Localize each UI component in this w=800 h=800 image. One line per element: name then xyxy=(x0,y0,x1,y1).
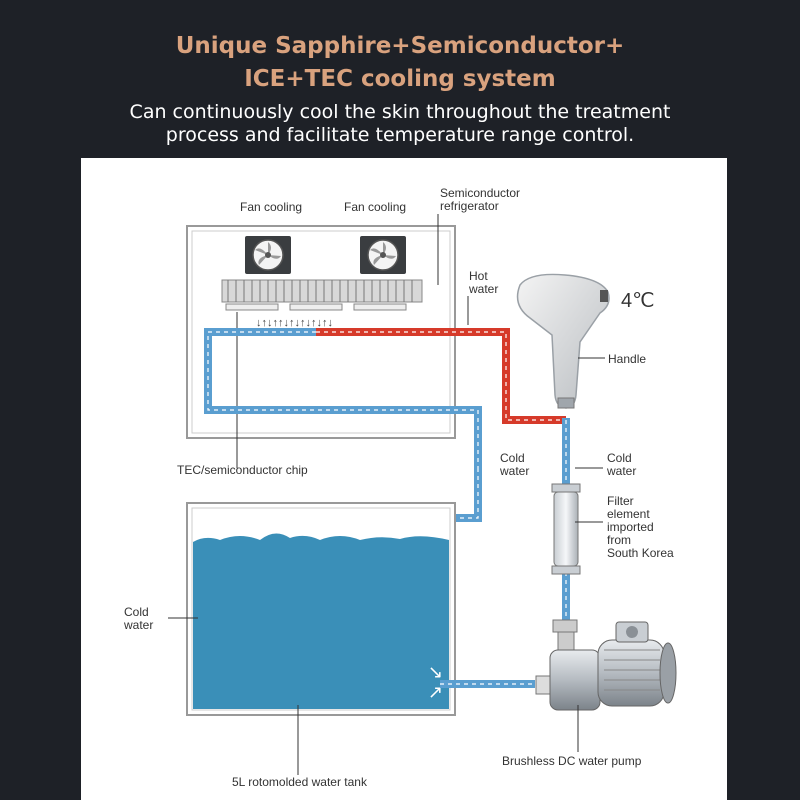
heat-flow-arrows: ↓↑↓↑↑↓↑↓↑↓↑↓↑↓ xyxy=(256,317,333,329)
fan-left-label: Fan cooling xyxy=(240,200,302,214)
pump-label: Brushless DC water pump xyxy=(502,754,642,768)
cold-water-right-label-2: water xyxy=(606,464,636,478)
refrigerator-label-2: refrigerator xyxy=(440,199,499,213)
subtitle-line-2: process and facilitate temperature range… xyxy=(165,124,635,146)
cooling-diagram: ↓↑↓↑↑↓↑↓↑↓↑↓↑↓ ↘ ↗ xyxy=(123,186,677,789)
water-tank: ↘ ↗ xyxy=(186,502,456,716)
page-title-line-2: ICE+TEC cooling system xyxy=(244,66,556,92)
water-pump xyxy=(535,619,677,711)
filter-label-5: South Korea xyxy=(607,546,674,560)
cold-water-right-label-1: Cold xyxy=(607,451,632,465)
temperature-label: 4℃ xyxy=(621,290,655,312)
hot-water-label-1: Hot xyxy=(469,269,488,283)
fan-right-icon xyxy=(360,236,406,274)
header: Unique Sapphire+Semiconductor+ ICE+TEC c… xyxy=(0,0,800,160)
subtitle-line-1: Can continuously cool the skin throughou… xyxy=(129,101,671,123)
tec-chip-label: TEC/semiconductor chip xyxy=(177,463,308,477)
leader-lines xyxy=(168,214,605,775)
inlet-arrow-icon: ↘ xyxy=(428,662,443,683)
handle xyxy=(516,273,610,409)
hot-water-label-2: water xyxy=(468,282,498,296)
heat-sink: ↓↑↓↑↑↓↑↓↑↓↑↓↑↓ xyxy=(221,279,423,329)
filter-label-1: Filter xyxy=(607,494,634,508)
cold-water-tank-label-1: Cold xyxy=(124,605,149,619)
fan-left-icon xyxy=(245,236,291,274)
diagram-panel: ↓↑↓↑↑↓↑↓↑↓↑↓↑↓ ↘ ↗ xyxy=(81,158,727,800)
hot-pipe xyxy=(316,328,566,424)
cold-water-mid-label-2: water xyxy=(499,464,529,478)
cold-pipe-housing xyxy=(204,328,482,468)
refrigerator-label-1: Semiconductor xyxy=(440,186,520,200)
tank-label: 5L rotomolded water tank xyxy=(232,775,368,789)
filter-label-4: from xyxy=(607,533,631,547)
fan-right-label: Fan cooling xyxy=(344,200,406,214)
filter-label-3: imported xyxy=(607,520,654,534)
page-title-line-1: Unique Sapphire+Semiconductor+ xyxy=(175,33,625,59)
filter-label-2: element xyxy=(607,507,650,521)
outlet-arrow-icon: ↗ xyxy=(428,682,443,703)
filter-element xyxy=(551,483,581,575)
cold-water-mid-label-1: Cold xyxy=(500,451,525,465)
handle-label: Handle xyxy=(608,352,646,366)
cold-water-tank-label-2: water xyxy=(123,618,153,632)
